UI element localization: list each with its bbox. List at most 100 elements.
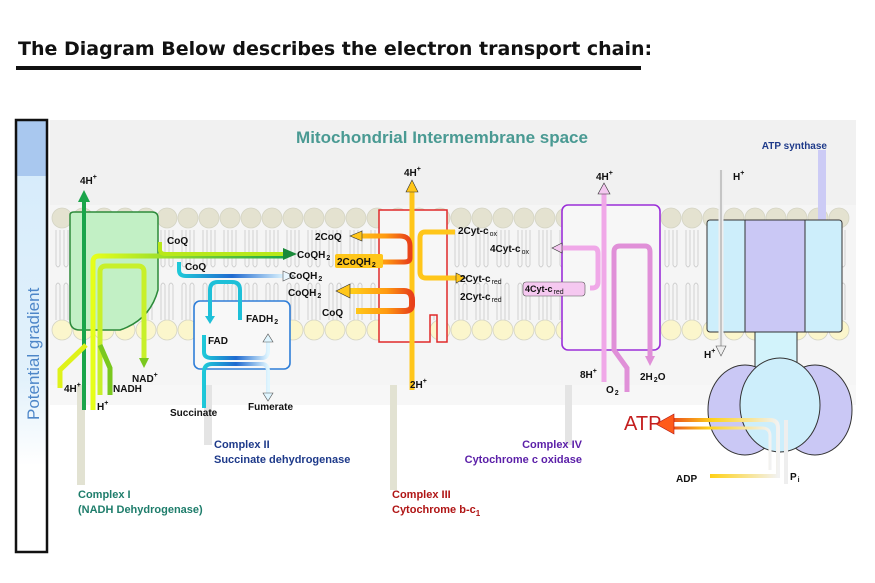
lipid-head [324, 319, 346, 341]
complex3-2coq-path [348, 233, 413, 265]
label-cyt-ox-4: 4Cyt-cox [490, 244, 529, 256]
lipid-tail [517, 282, 523, 320]
arrow-head-icon [405, 179, 419, 193]
label-cyt-red-2a: 2Cyt-cred [460, 274, 502, 286]
lipid-tail [223, 230, 229, 268]
adp-to-atp-path [668, 418, 780, 478]
lipid-tail [181, 230, 187, 268]
atp-synthase-rotor [744, 219, 806, 333]
lipid-head [471, 207, 493, 229]
arrow-head-icon [283, 248, 297, 260]
complex2 [177, 262, 295, 408]
lipid-tail [252, 230, 258, 268]
complex3 [335, 179, 467, 390]
lipid-tail [252, 282, 258, 320]
complex1-nadh-loop [97, 263, 147, 395]
lipid-tail [55, 282, 61, 320]
lipid-tail [307, 230, 313, 268]
lipid-tail [454, 282, 460, 320]
label-pi: Pi [790, 472, 800, 484]
lipid-tail [294, 230, 300, 268]
complex4-title: Complex IV [522, 439, 583, 451]
lipid-head [534, 207, 556, 229]
lipid-tail [231, 230, 237, 268]
complex2-succinate-path [202, 362, 270, 408]
lipid-head [534, 319, 556, 341]
lipid-head [492, 207, 514, 229]
lipid-head [450, 207, 472, 229]
lipid-tail [517, 230, 523, 268]
lipid-tail [336, 282, 342, 320]
complex4-subtitle: Cytochrome c oxidase [465, 454, 582, 466]
lipid-tail [181, 282, 187, 320]
lipid-tail [685, 230, 691, 268]
lipid-head [303, 319, 325, 341]
lipid-tail [315, 282, 321, 320]
label-two-coqh2: 2CoQH2 [337, 257, 376, 269]
lipid-tail [538, 230, 544, 268]
atp-synthase [655, 170, 853, 484]
label-succinate: Succinate [170, 408, 218, 419]
lipid-tail [496, 230, 502, 268]
lipid-tail [189, 230, 195, 268]
lipid-tail [357, 282, 363, 320]
lipid-head [660, 207, 682, 229]
lipid-tail [462, 282, 468, 320]
complex3-coqh2-path [348, 288, 415, 314]
lipid-head [177, 207, 199, 229]
lipid-tail [672, 230, 678, 268]
arrow-head-icon [262, 392, 274, 402]
lipid-tail [63, 282, 69, 320]
complex4-cyt-path [560, 245, 601, 291]
lipid-head [282, 207, 304, 229]
lipid-head [303, 207, 325, 229]
lipid-tail [546, 230, 552, 268]
arrow-head-icon [262, 333, 274, 343]
lipid-head [324, 207, 346, 229]
complex2-coq-path [177, 262, 285, 278]
arrow-head-icon [551, 242, 563, 254]
label-fumerate: Fumerate [248, 402, 293, 413]
label-fad: FAD [208, 336, 228, 347]
complex2-fad-path [202, 335, 270, 360]
complex3-title: Complex III [392, 489, 451, 501]
page-heading: The Diagram Below describes the electron… [18, 38, 653, 60]
label-c1-out-left: 4H+ [64, 382, 81, 395]
lipid-tail [462, 230, 468, 268]
complex2-stalk [204, 385, 212, 445]
lipid-tail [168, 230, 174, 268]
label-cyt-red-2b: 2Cyt-cred [460, 292, 502, 304]
lipid-tail [286, 282, 292, 320]
lipid-tail [475, 282, 481, 320]
complex4-stalk [565, 385, 572, 445]
lipid-tail [202, 282, 208, 320]
complex1-4h-path [57, 343, 88, 388]
lipid-tail [202, 230, 208, 268]
complex1-nadh-path [97, 344, 113, 395]
lipid-tail [160, 230, 166, 268]
lipid-tail [210, 230, 216, 268]
label-coq-2: CoQ [185, 262, 206, 273]
label-two-coq: 2CoQ [315, 232, 342, 243]
label-adp: ADP [676, 474, 697, 485]
molecule-labels: 4H+4H+H+NADHNAD+CoQCoQCoQH2CoQH2CoQH22Co… [64, 166, 800, 485]
lipid-tail [189, 282, 195, 320]
complex1 [57, 190, 297, 410]
label-c4-top: 4H+ [596, 170, 613, 183]
lipid-tail [525, 230, 531, 268]
lipid-tail [483, 282, 489, 320]
lipid-tail [693, 230, 699, 268]
lipid-tail [63, 230, 69, 268]
label-c1-out-mid: H+ [97, 400, 108, 413]
lipid-tail [685, 282, 691, 320]
arrow-head-icon [455, 272, 467, 284]
label-coq-3: CoQ [322, 308, 343, 319]
complex3-cyt-path [417, 229, 458, 281]
heading-underline [16, 66, 641, 70]
potential-gradient-bar [14, 118, 49, 554]
lipid-tail [496, 282, 502, 320]
complex3-stalk [390, 385, 397, 490]
lipid-tail [328, 230, 334, 268]
lipid-head [513, 207, 535, 229]
